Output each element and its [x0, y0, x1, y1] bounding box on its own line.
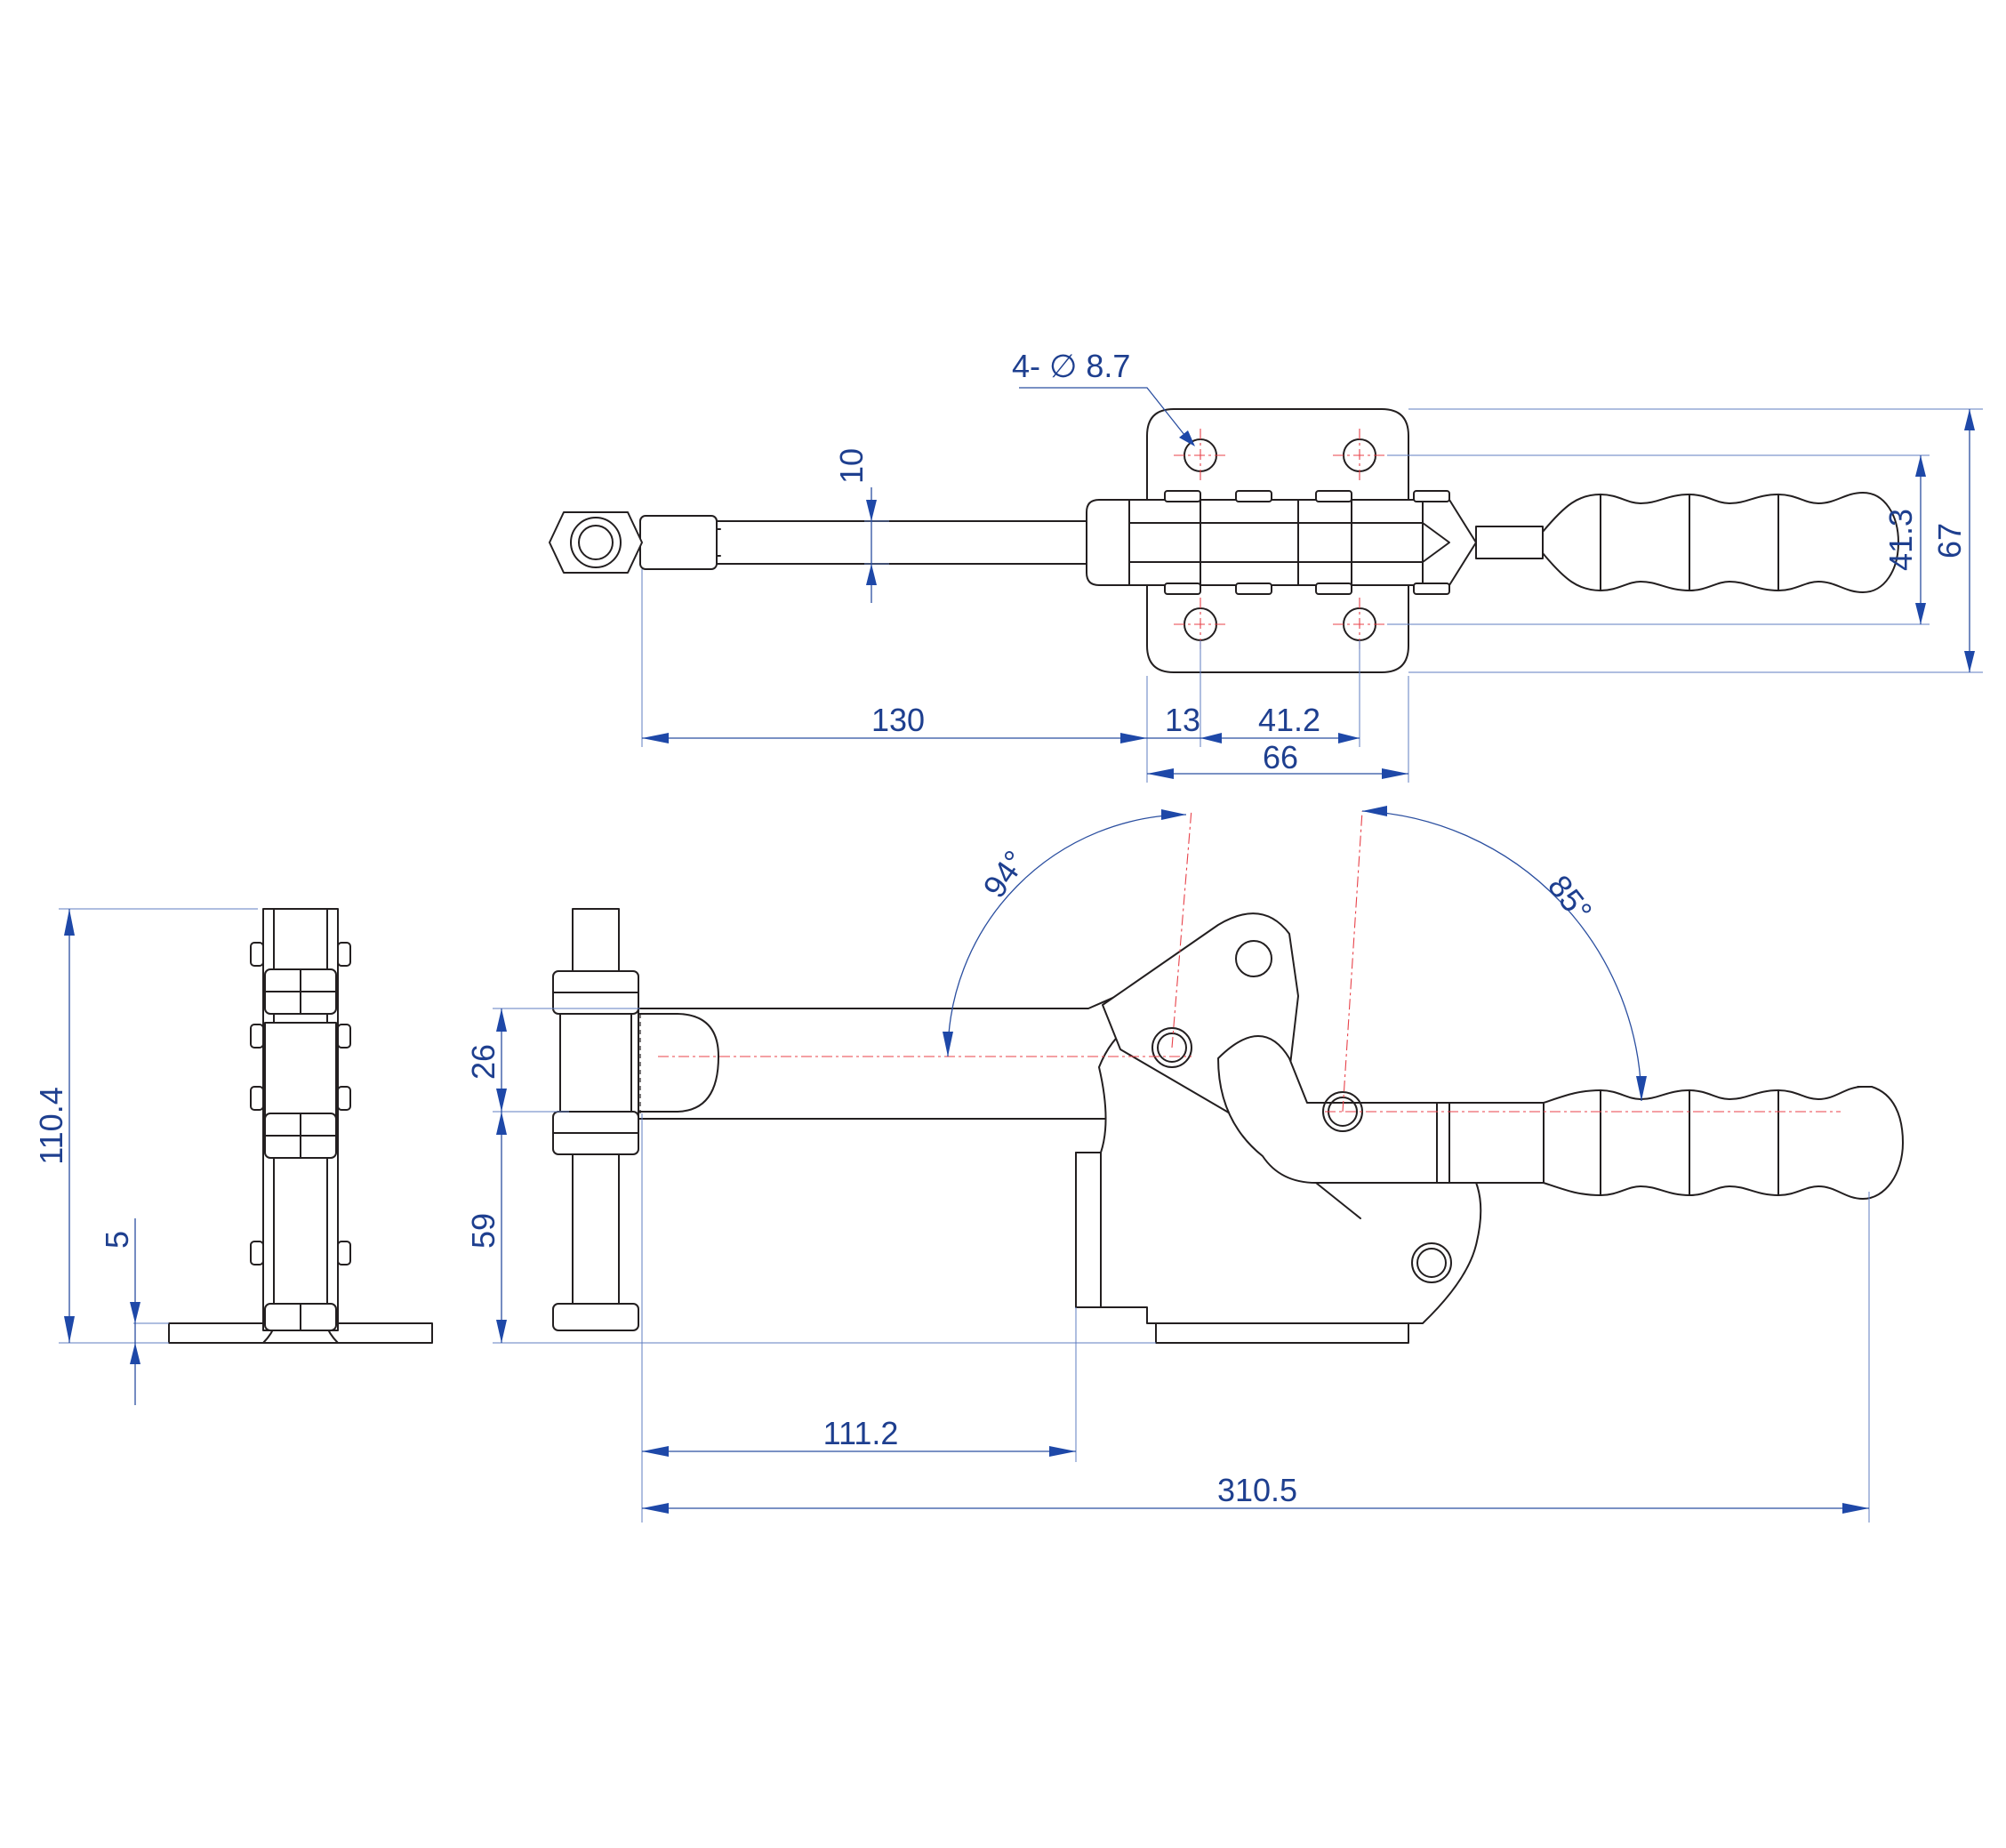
dim-total-height: 110.4 — [33, 1087, 69, 1164]
link-pivot-top — [1235, 940, 1272, 977]
front-view-plunger-bar — [638, 968, 1175, 1120]
front-view-handle-arm — [1217, 1035, 1438, 1184]
dim-plate-thickness: 5 — [99, 1231, 135, 1249]
dim-angle-open: 94° — [975, 844, 1033, 904]
dim-reach: 130 — [871, 702, 925, 738]
dim-angle-closed: 85° — [1541, 868, 1600, 928]
top-view-handle-shaft — [1475, 526, 1544, 559]
end-view — [168, 908, 433, 1344]
dim-plate-length: 66 — [1263, 739, 1298, 775]
front-view-handle-shaft — [1436, 1102, 1545, 1184]
end-view-base-plate — [168, 1322, 433, 1344]
top-view-handle-grip — [1542, 492, 1899, 593]
dim-plate-hole-spacing-x: 41.2 — [1258, 702, 1320, 738]
front-view-dimensions — [493, 806, 1870, 1523]
dim-hole-offset: 13 — [1165, 702, 1200, 738]
front-view-plunger-tip — [638, 1013, 719, 1113]
dim-overall-length: 310.5 — [1217, 1472, 1297, 1508]
end-view-dimensions — [59, 908, 258, 1405]
dim-plate-width-y: 67 — [1931, 523, 1968, 558]
dim-hole-spec: 4- ∅ 8.7 — [1012, 348, 1130, 384]
front-view-base-plate — [1155, 1322, 1409, 1344]
end-view-nuts — [264, 968, 337, 1331]
dim-rod-thickness: 10 — [833, 448, 870, 484]
dim-axis-height: 59 — [465, 1213, 502, 1249]
plunger-pivot — [1151, 1027, 1192, 1068]
front-view-handle-grip — [1543, 1086, 1904, 1200]
dimension-labels: 4- ∅ 8.7 10 41.3 67 130 13 41.2 66 94° 8… — [33, 348, 1968, 1508]
base-pivot — [1411, 1242, 1452, 1283]
top-view-spindle-end — [549, 511, 643, 574]
top-view-mounting-holes — [1174, 429, 1386, 651]
front-view — [552, 808, 1904, 1344]
top-view-body-housing — [1086, 499, 1477, 586]
dim-spindle-height: 26 — [465, 1044, 502, 1080]
top-view — [549, 408, 1899, 673]
top-view-rod-clevis — [639, 515, 718, 570]
dim-plate-hole-spacing-y: 41.3 — [1882, 509, 1919, 571]
end-view-rivets — [250, 942, 351, 1265]
top-view-rivet-heads — [1164, 490, 1450, 595]
front-view-spindle-bolt — [552, 908, 639, 1331]
top-view-dimensions — [641, 387, 1983, 783]
dim-plunger-offset: 111.2 — [823, 1415, 899, 1451]
